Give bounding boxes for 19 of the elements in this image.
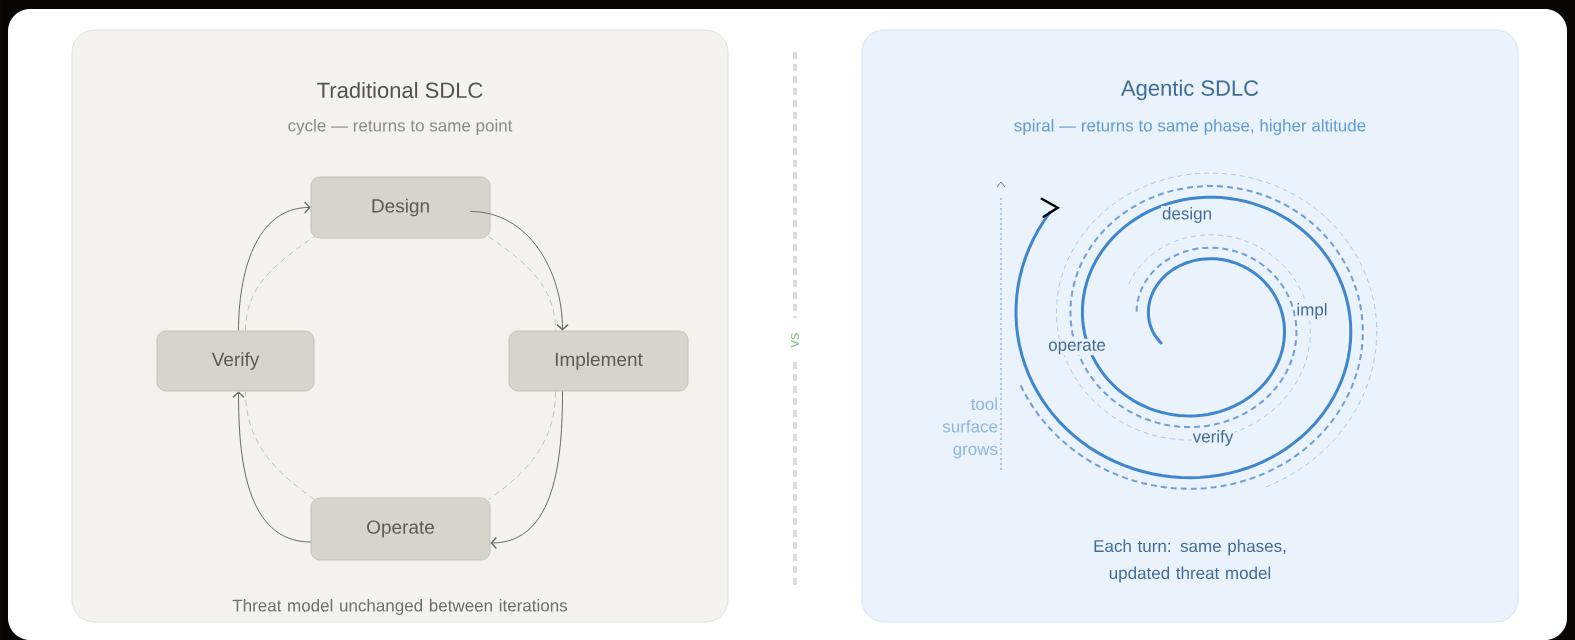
- axis-label: tool surface grows: [937, 396, 999, 460]
- phase-label: impl: [1295, 302, 1329, 320]
- phase-label: verify: [1191, 429, 1235, 447]
- arrow: [238, 201, 311, 332]
- phase-box: Design: [310, 176, 491, 239]
- panel-title: Traditional SDLC: [317, 81, 483, 99]
- panel-subtitle: cycle — returns to same point: [288, 119, 513, 135]
- panel-caption: Threat model unchanged between iterations: [232, 599, 568, 615]
- phase-label: design: [1160, 206, 1214, 224]
- arrow: [469, 211, 569, 331]
- phase-box: Operate: [310, 497, 491, 561]
- panel-title: Agentic SDLC: [1120, 79, 1259, 101]
- arrow: [490, 390, 563, 550]
- panel-subtitle: spiral — returns to same phase, higher altitude: [1014, 119, 1366, 135]
- phase-box: Verify: [156, 330, 315, 392]
- phase-box: Implement: [508, 330, 689, 392]
- arrow: [232, 391, 312, 543]
- panel-caption: Each turn: same phases, updated threat model: [1094, 539, 1286, 583]
- vs-label: vs: [789, 331, 801, 349]
